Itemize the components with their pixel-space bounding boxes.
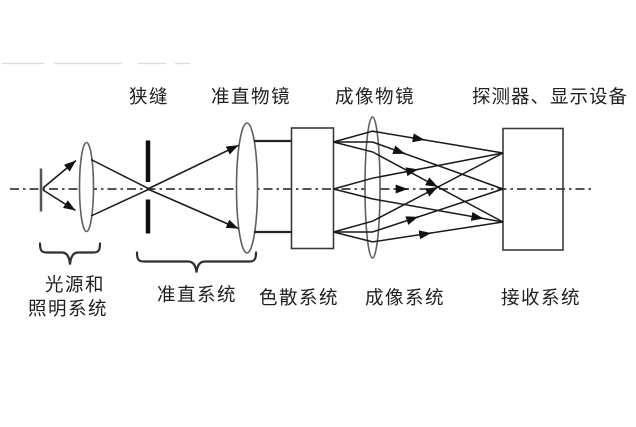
collimated-beam [254, 139, 292, 234]
source-group-brace [38, 242, 102, 265]
imaging-lens [364, 116, 381, 259]
dispersed-ray-arrowheads [392, 133, 484, 240]
detector-label: 探测器、显示设备 [472, 87, 628, 108]
condenser-lens [78, 141, 95, 233]
imaging-lens-label: 成像物镜 [335, 87, 415, 108]
dispersed-rays [333, 130, 504, 243]
collimating-group-brace [135, 251, 258, 273]
source-system-label-line2: 照明系统 [28, 299, 108, 320]
source-rays [42, 159, 77, 212]
dispersion-system-label: 色散系统 [259, 288, 339, 309]
collimating-system-label: 准直系统 [157, 285, 237, 306]
imaging-system-label: 成像系统 [365, 288, 445, 309]
source-system-label-line1: 光源和 [45, 275, 105, 296]
collimating-lens [235, 122, 259, 254]
condenser-to-slit-rays [90, 158, 149, 217]
slit-to-collimator-rays [148, 144, 239, 230]
receiving-system-label: 接收系统 [501, 288, 581, 309]
collimating-lens-label: 准直物镜 [211, 87, 291, 108]
slit-label: 狭缝 [129, 87, 169, 108]
